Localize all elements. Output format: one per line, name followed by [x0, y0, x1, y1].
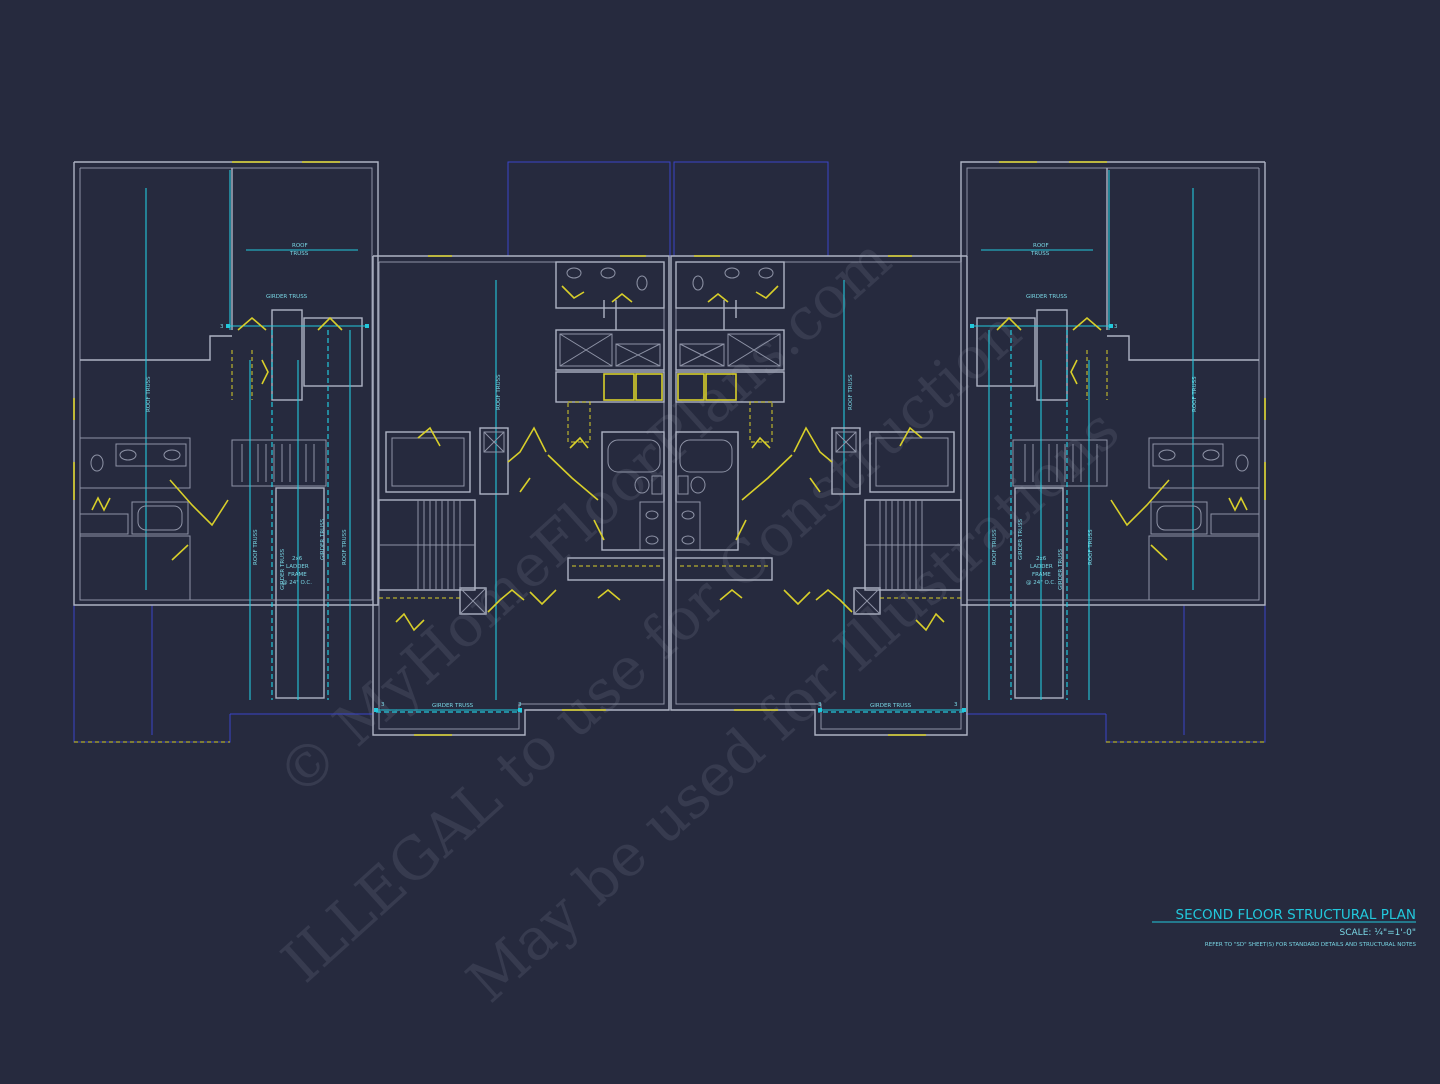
girder-truss-label-rw-2: GIRDER TRUSS: [1018, 518, 1024, 560]
ladder-frame-label-lw-2: LADDER: [286, 564, 309, 570]
left-wing: [73, 161, 379, 700]
roof-truss-label-lw-1a: ROOF: [292, 243, 308, 249]
title-block: SECOND FLOOR STRUCTURAL PLAN SCALE: ¼"=1…: [1152, 907, 1417, 948]
girder-truss-label-lw-2: GIRDER TRUSS: [280, 548, 286, 590]
beam-mark-cr-1: 3: [818, 702, 822, 708]
beam-mark-cl-1: 3: [381, 702, 385, 708]
ladder-frame-label-rw-4: @ 24" O.C.: [1026, 580, 1056, 586]
center-labels: ROOF TRUSS ROOF TRUSS GIRDER TRUSS GIRDE…: [381, 374, 958, 709]
ladder-frame-label-lw-1: 2x6: [292, 556, 303, 562]
girder-truss-label-rw: GIRDER TRUSS: [1026, 294, 1068, 300]
ladder-frame-label-lw-3: FRAME: [288, 572, 307, 578]
right-wing-labels: ROOF TRUSS GIRDER TRUSS ROOF TRUSS ROOF …: [992, 243, 1198, 590]
roof-truss-label-rw-4: ROOF TRUSS: [1088, 529, 1094, 565]
plan-note: REFER TO "SD" SHEET(S) FOR STANDARD DETA…: [1205, 942, 1417, 948]
girder-truss-label-lw-3: GIRDER TRUSS: [320, 518, 326, 560]
plan-title: SECOND FLOOR STRUCTURAL PLAN: [1176, 907, 1416, 923]
ladder-frame-label-rw-3: FRAME: [1032, 572, 1051, 578]
roof-truss-label-lw-2: ROOF TRUSS: [146, 376, 152, 412]
roof-truss-label-rw-3: ROOF TRUSS: [992, 529, 998, 565]
watermark: © MyHomeFloorPlans.com ILLEGAL to use fo…: [264, 225, 1132, 1016]
roof-truss-label-lw-3: ROOF TRUSS: [253, 529, 259, 565]
ladder-frame-label-rw-2: LADDER: [1030, 564, 1053, 570]
ladder-frame-label-rw-1: 2x6: [1036, 556, 1047, 562]
left-wing-labels: ROOF TRUSS GIRDER TRUSS ROOF TRUSS ROOF …: [146, 243, 348, 590]
left-wing-stairs: [241, 444, 315, 482]
roof-truss-label-rw-1a: ROOF: [1033, 243, 1049, 249]
girder-truss-label-lw: GIRDER TRUSS: [266, 294, 308, 300]
girder-truss-label-cl: GIRDER TRUSS: [432, 703, 474, 709]
center-left-stairs: [379, 500, 475, 590]
center-right-unit: [670, 255, 968, 736]
roof-truss-label-cr: ROOF TRUSS: [848, 374, 854, 410]
roof-truss-label-rw-2: ROOF TRUSS: [1192, 376, 1198, 412]
plan-scale: SCALE: ¼"=1'-0": [1340, 928, 1416, 938]
girder-truss-label-rw-3: GIRDER TRUSS: [1058, 548, 1064, 590]
beam-mark-rw-1: 3: [1114, 324, 1118, 330]
girder-truss-label-cr: GIRDER TRUSS: [870, 703, 912, 709]
roof-truss-label-lw-4: ROOF TRUSS: [342, 529, 348, 565]
ladder-frame-label-lw-4: @ 24" O.C.: [282, 580, 312, 586]
beam-mark-cl-2: 3: [518, 702, 522, 708]
roof-truss-label-cl: ROOF TRUSS: [496, 374, 502, 410]
roof-truss-label-rw-1b: TRUSS: [1030, 251, 1050, 257]
roof-truss-label-lw-1b: TRUSS: [289, 251, 309, 257]
center-left-unit: [372, 255, 670, 736]
beam-mark-cr-2: 3: [954, 702, 958, 708]
beam-mark-lw-1: 3: [220, 324, 224, 330]
